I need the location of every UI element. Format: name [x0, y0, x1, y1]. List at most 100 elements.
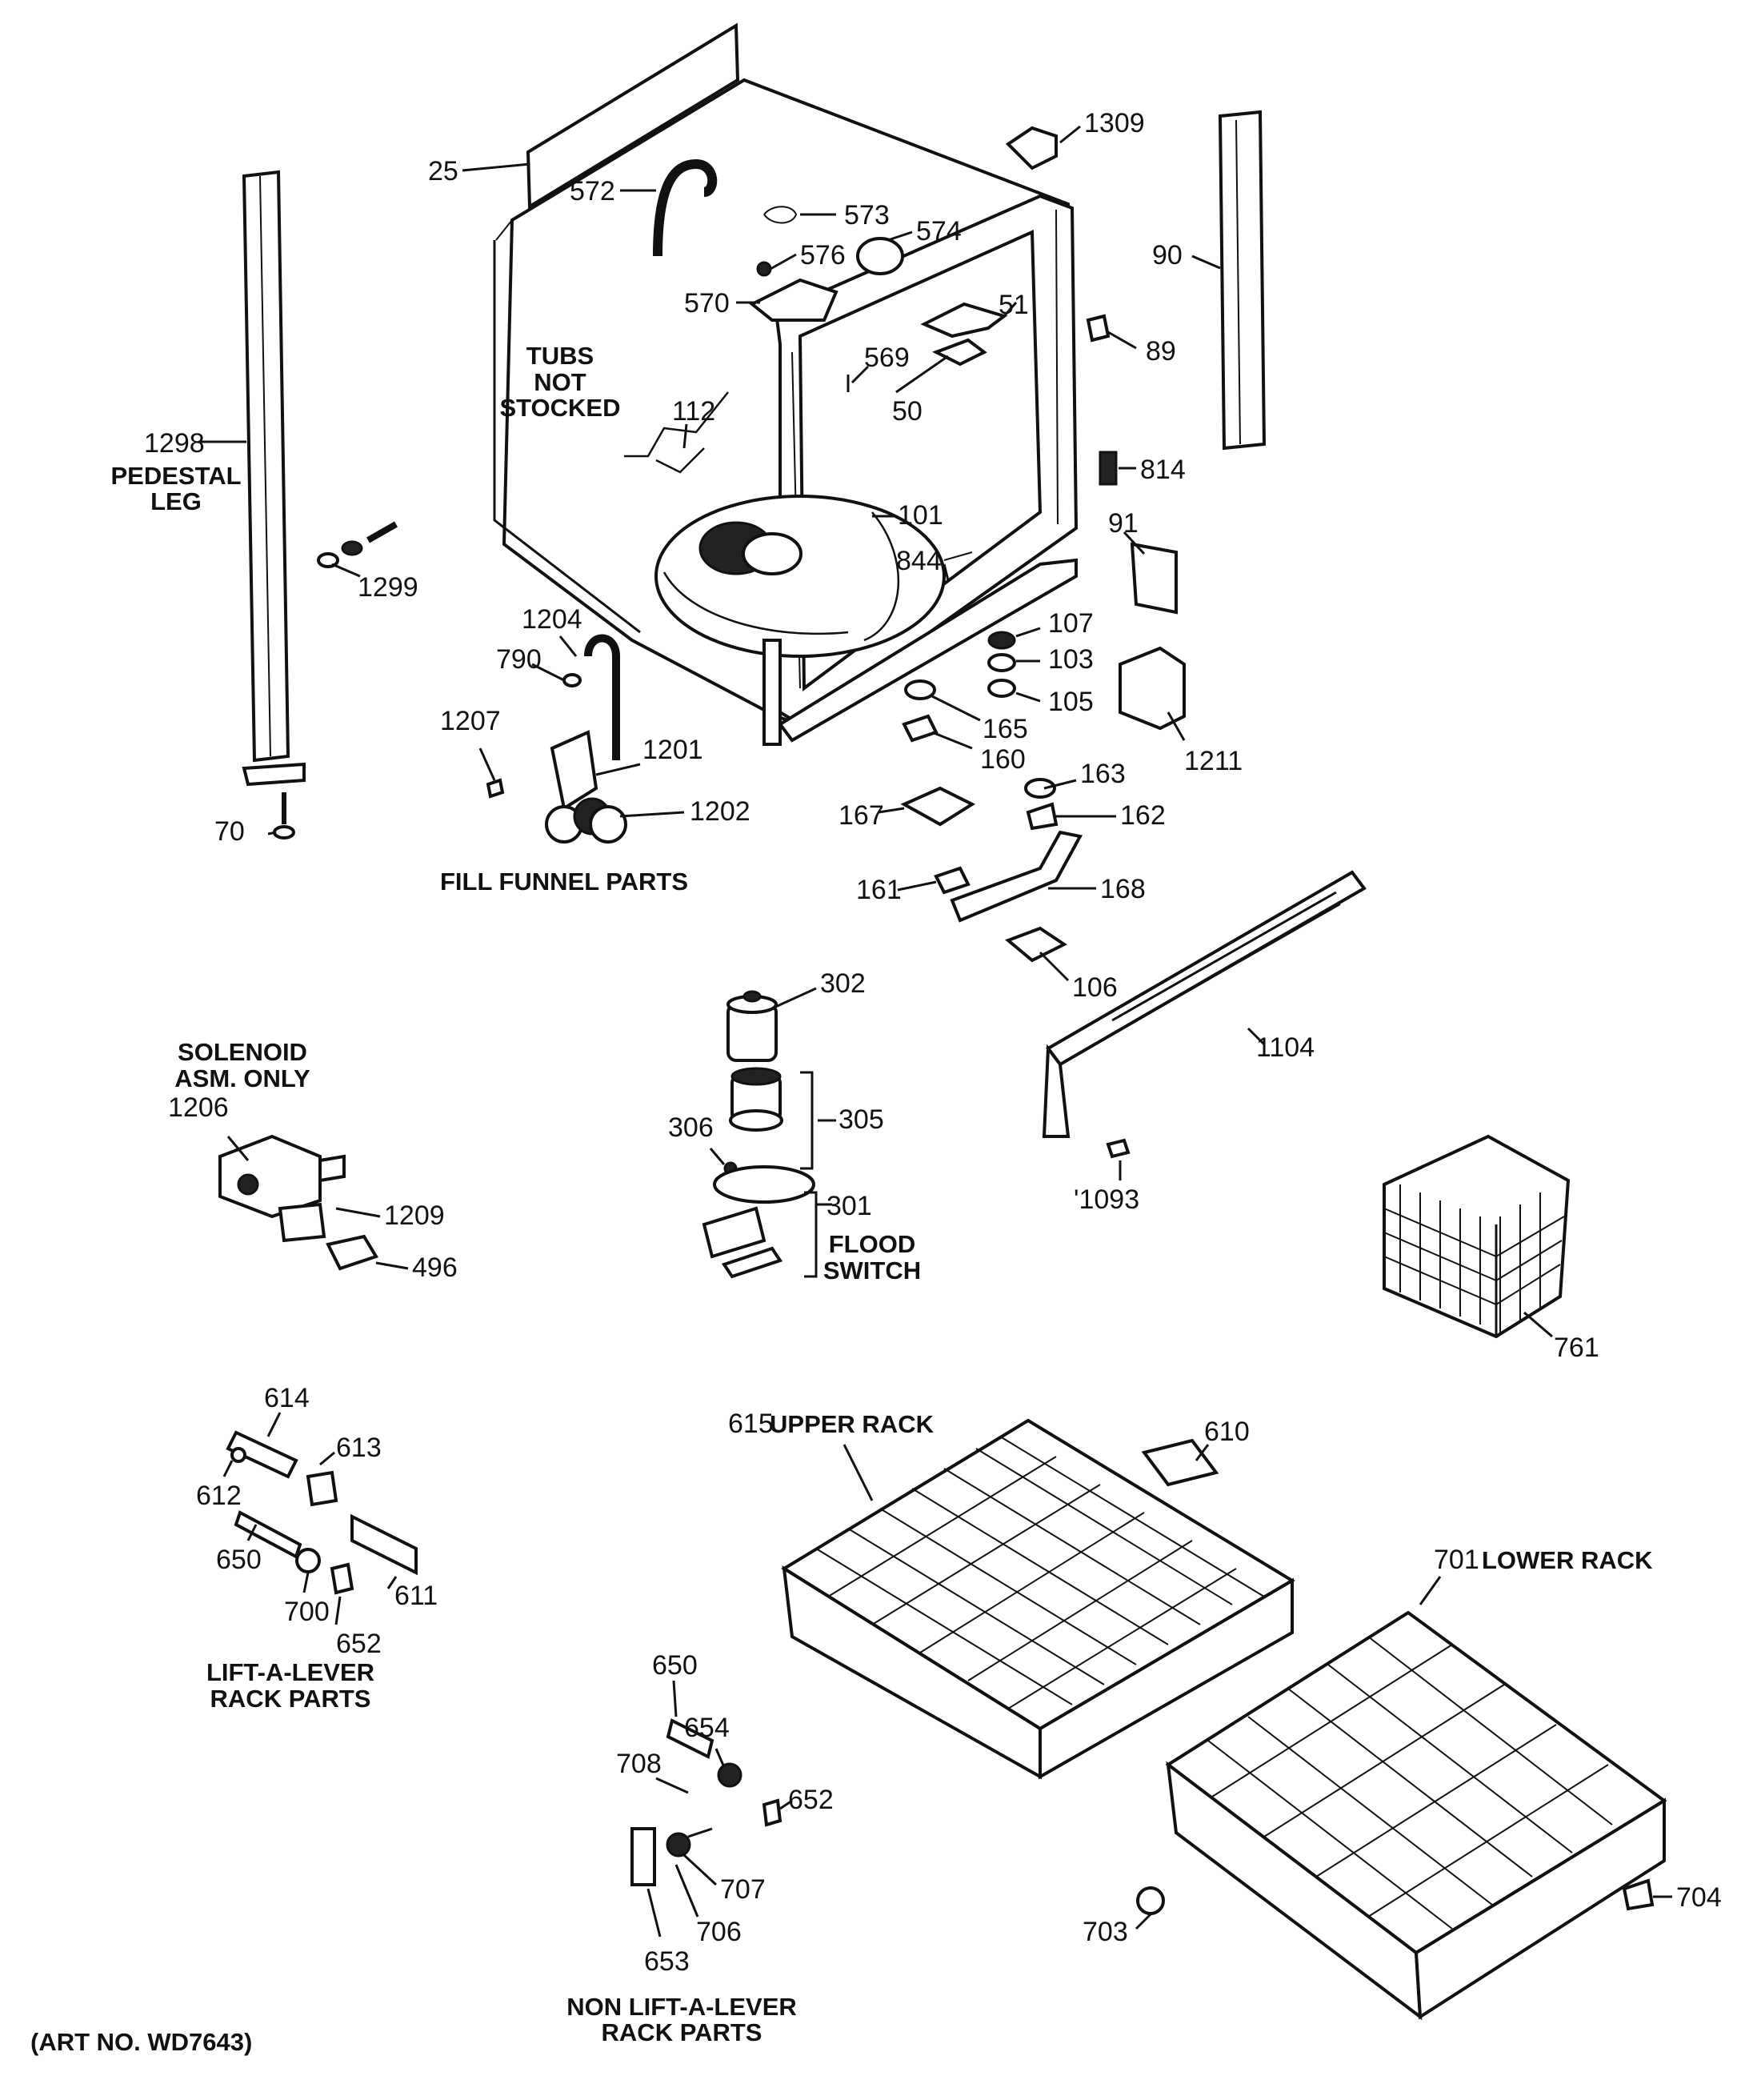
label-part-90: 90	[1152, 240, 1183, 271]
label-part-1211: 1211	[1184, 746, 1243, 776]
label-part-107: 107	[1048, 608, 1094, 639]
label-part-89: 89	[1146, 336, 1176, 367]
label-part-496: 496	[412, 1252, 458, 1283]
label-part-612: 612	[196, 1481, 242, 1511]
bracket-1309	[1005, 126, 1058, 170]
label-part-652: 652	[336, 1629, 382, 1659]
label-part-708: 708	[616, 1749, 662, 1779]
label-part-650: 650	[216, 1545, 262, 1575]
label-part-790: 790	[496, 644, 542, 675]
caption-upper-rack: UPPER RACK	[770, 1410, 935, 1438]
label-part-700: 700	[284, 1597, 330, 1627]
caption-pedestal-line1: PEDESTAL	[110, 462, 241, 490]
caption-flood-line2: SWITCH	[823, 1256, 921, 1284]
caption-solenoid-line1: SOLENOID	[178, 1038, 307, 1066]
caption-tubs-line3: STOCKED	[499, 394, 620, 422]
caption-lift-line2: RACK PARTS	[210, 1685, 371, 1713]
label-part-1093: '1093	[1074, 1184, 1139, 1215]
caption-nonlift-line1: NON LIFT-A-LEVER	[566, 1993, 797, 2021]
part-labels: 25 572 573 574 576 570 1309 90 51 569 50…	[144, 108, 1722, 1977]
label-part-302: 302	[820, 968, 866, 999]
caption-tubs-line1: TUBS	[526, 342, 594, 370]
label-part-1201: 1201	[642, 735, 703, 765]
caption-flood-line1: FLOOD	[829, 1230, 916, 1258]
label-part-570: 570	[684, 288, 730, 319]
leader-lines	[200, 125, 1672, 1938]
label-part-572: 572	[570, 176, 615, 206]
label-part-165: 165	[983, 714, 1028, 744]
label-part-701: 701	[1434, 1545, 1479, 1575]
label-part-650-b: 650	[652, 1650, 698, 1681]
caption-solenoid-line2: ASM. ONLY	[174, 1064, 310, 1092]
label-part-1202: 1202	[690, 796, 750, 827]
label-part-814: 814	[1140, 455, 1186, 485]
label-part-306: 306	[668, 1112, 714, 1143]
caption-fill-funnel: FILL FUNNEL PARTS	[440, 868, 688, 896]
caption-art-number: (ART NO. WD7643)	[30, 2028, 252, 2056]
label-part-614: 614	[264, 1383, 310, 1413]
label-part-1209: 1209	[384, 1200, 445, 1231]
label-part-160: 160	[980, 744, 1026, 775]
fill-funnel-parts	[486, 634, 627, 844]
label-part-168: 168	[1100, 874, 1146, 904]
bracket-1211	[1119, 646, 1186, 731]
bracket-91	[1130, 542, 1178, 615]
lower-rack-701	[1165, 1610, 1667, 2021]
label-part-51: 51	[999, 290, 1029, 320]
clip-89	[1086, 314, 1111, 343]
label-part-101: 101	[898, 500, 943, 531]
lift-a-lever-parts	[226, 1430, 418, 1595]
label-part-1206: 1206	[168, 1092, 229, 1123]
silverware-basket-761	[1383, 1134, 1571, 1339]
label-part-652-b: 652	[788, 1785, 834, 1815]
label-part-576: 576	[800, 240, 846, 271]
label-part-162: 162	[1120, 800, 1166, 831]
side-panel-90	[1218, 110, 1267, 451]
upper-rack-615	[781, 1418, 1295, 1780]
rail-1104	[1042, 870, 1367, 1138]
label-part-569: 569	[864, 343, 910, 373]
label-part-112: 112	[672, 396, 715, 427]
label-part-703: 703	[1083, 1917, 1128, 1947]
label-part-1309: 1309	[1084, 108, 1145, 138]
label-part-706: 706	[696, 1917, 742, 1947]
label-part-25: 25	[428, 156, 458, 186]
label-part-161: 161	[856, 875, 902, 905]
label-part-761: 761	[1554, 1333, 1599, 1363]
label-part-91: 91	[1108, 508, 1139, 539]
label-part-573: 573	[844, 200, 890, 230]
label-part-301: 301	[826, 1191, 872, 1221]
captions: TUBS NOT STOCKED PEDESTAL LEG FILL FUNNE…	[30, 342, 1653, 2056]
label-part-1299: 1299	[358, 572, 418, 603]
label-part-105: 105	[1048, 687, 1094, 717]
label-part-70: 70	[214, 816, 245, 847]
label-part-615: 615	[728, 1409, 774, 1439]
label-part-844: 844	[896, 546, 942, 576]
spring-814	[1099, 451, 1118, 486]
label-part-1104: 1104	[1256, 1032, 1315, 1063]
label-part-613: 613	[336, 1433, 382, 1463]
label-part-305: 305	[838, 1104, 884, 1135]
label-part-1204: 1204	[522, 604, 582, 635]
label-part-610: 610	[1204, 1417, 1250, 1447]
label-part-167: 167	[838, 800, 884, 831]
non-lift-a-lever-parts	[630, 1718, 782, 1886]
caption-tubs-line2: NOT	[534, 368, 586, 396]
label-part-50: 50	[892, 396, 923, 427]
label-part-106: 106	[1072, 972, 1118, 1003]
pedestal-leg-1298	[242, 170, 306, 840]
label-part-611: 611	[394, 1581, 438, 1611]
label-part-707: 707	[720, 1874, 766, 1905]
caption-lower-rack: LOWER RACK	[1482, 1546, 1653, 1574]
label-part-103: 103	[1048, 644, 1094, 675]
tub-assembly	[493, 22, 1079, 746]
caption-lift-line1: LIFT-A-LEVER	[206, 1658, 374, 1686]
label-part-653: 653	[644, 1946, 690, 1977]
caption-pedestal-line2: LEG	[150, 487, 202, 515]
label-part-574: 574	[916, 216, 962, 246]
label-part-163: 163	[1080, 759, 1126, 789]
flood-switch-assembly	[702, 990, 815, 1279]
label-part-1207: 1207	[440, 706, 501, 736]
label-part-654: 654	[684, 1713, 730, 1743]
